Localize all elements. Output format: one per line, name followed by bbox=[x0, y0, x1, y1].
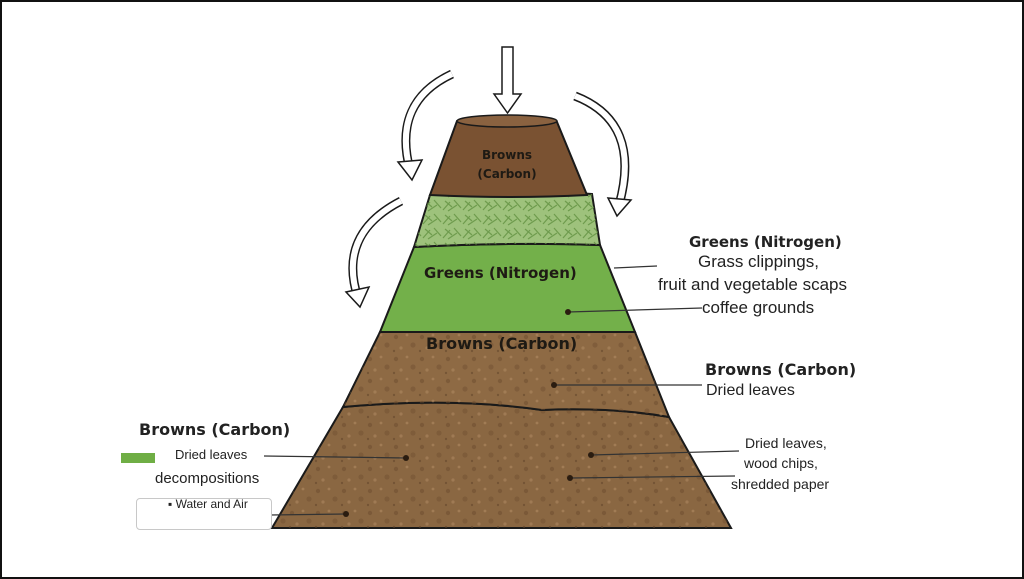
legend-box bbox=[136, 498, 272, 530]
bottom-annotation-line: shredded paper bbox=[731, 476, 830, 492]
greens-annotation-title: Greens (Nitrogen) bbox=[689, 233, 842, 251]
top-layer-label: Browns (Carbon) bbox=[477, 148, 537, 181]
cap-top-ellipse bbox=[456, 114, 558, 128]
leader-lines bbox=[263, 265, 740, 517]
bottom-layer-texture bbox=[272, 402, 731, 528]
bottom-annotation-line: wood chips, bbox=[744, 455, 818, 471]
greens-annotation-line: coffee grounds bbox=[702, 298, 815, 317]
middle-layer-label: Browns (Carbon) bbox=[426, 334, 578, 353]
down-arrow-icon bbox=[492, 46, 523, 115]
browns-annotation-title: Browns (Carbon) bbox=[705, 360, 857, 379]
greens-annotation-line: fruit and vegetable scaps bbox=[658, 275, 848, 294]
greens-annotation-line: Grass clippings, bbox=[698, 252, 819, 271]
legend-item: decompositions bbox=[155, 470, 260, 487]
curved-arrow-icon bbox=[344, 197, 404, 309]
curved-arrow-icon bbox=[396, 69, 454, 182]
bottom-annotation-line: Dried leaves, bbox=[745, 435, 827, 451]
legend-title: Browns (Carbon) bbox=[139, 420, 291, 439]
legend-swatch bbox=[121, 453, 155, 463]
middle-layer-texture bbox=[343, 332, 669, 417]
browns-annotation-line: Dried leaves bbox=[706, 382, 795, 399]
curved-arrow-icon bbox=[573, 91, 633, 218]
grass-texture bbox=[414, 191, 600, 247]
greens-nitrogen-layer bbox=[378, 242, 637, 333]
legend-item: Dried leaves bbox=[175, 447, 248, 462]
greens-layer-label: Greens (Nitrogen) bbox=[424, 264, 577, 282]
legend-item: ▪ Water and Air bbox=[168, 497, 248, 511]
